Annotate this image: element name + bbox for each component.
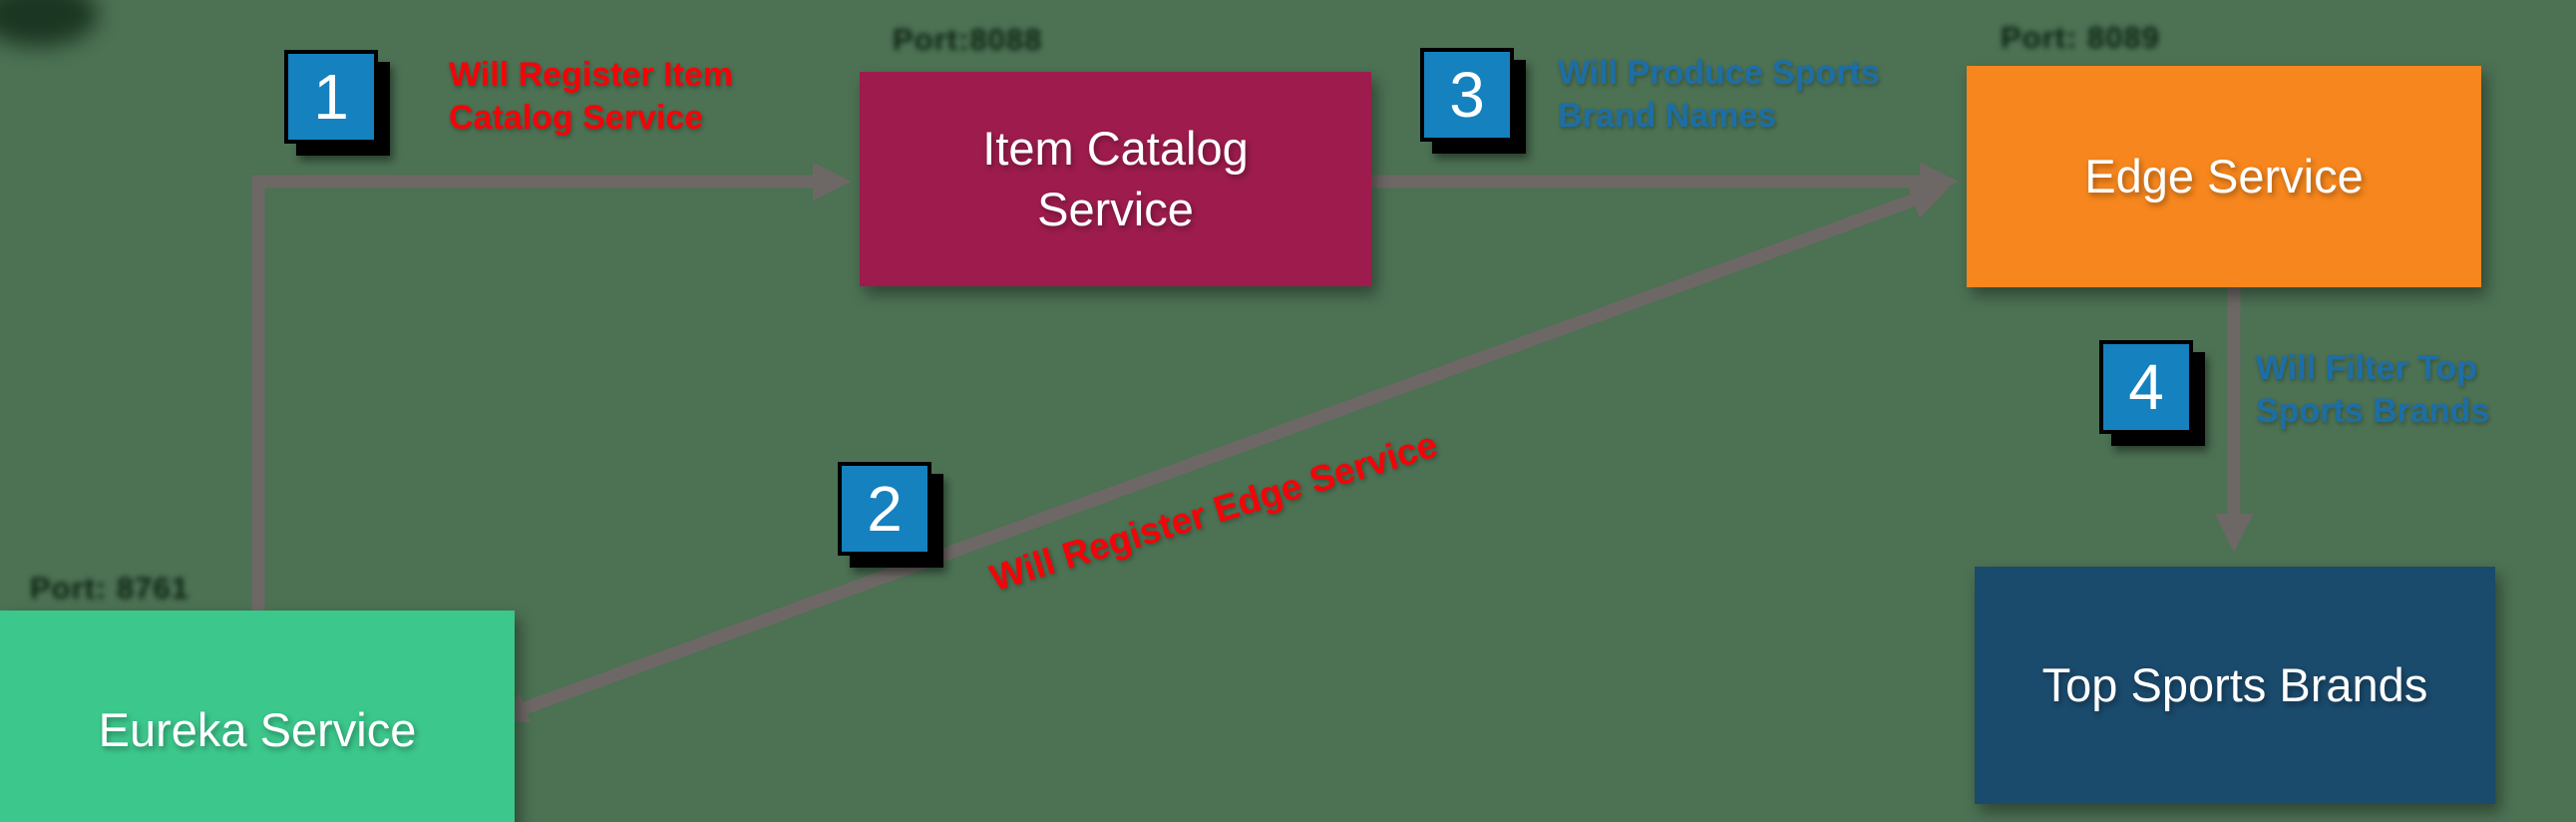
port-label-eureka-service: Port: 8761 <box>30 571 189 606</box>
step-1-number: 1 <box>313 61 349 133</box>
edge-service-label: Edge Service <box>2084 149 2364 203</box>
step-2-number: 2 <box>867 473 903 545</box>
port-label-item-catalog: Port:8088 <box>893 22 1043 57</box>
arrow-edge-to-eureka-diagonal <box>496 182 1950 723</box>
step-3-badge: 3 <box>1420 48 1514 142</box>
step-4-number: 4 <box>2128 351 2164 423</box>
arrow-eureka-to-item-catalog <box>251 162 852 613</box>
node-top-sports-brands: Top Sports Brands <box>1975 567 2495 804</box>
step-3-number: 3 <box>1449 59 1485 131</box>
step-4-badge: 4 <box>2099 340 2193 434</box>
top-sports-brands-label: Top Sports Brands <box>2041 657 2428 711</box>
node-item-catalog-service: Item Catalog Service <box>860 72 1371 286</box>
step-1-annotation: Will Register Item Catalog Service <box>449 56 733 137</box>
step-2-badge: 2 <box>838 462 931 556</box>
step-1-badge: 1 <box>284 50 378 144</box>
node-eureka-service: Eureka Service <box>0 611 515 822</box>
eureka-service-label: Eureka Service <box>98 702 417 756</box>
step-4-annotation: Will Filter Top Sports Brands <box>2256 349 2490 430</box>
port-label-edge-service: Port: 8089 <box>2001 20 2160 55</box>
node-edge-service: Edge Service <box>1967 66 2481 287</box>
item-catalog-service-label: Item Catalog Service <box>982 122 1249 235</box>
step-3-annotation: Will Produce Sports Brand Names <box>1558 54 1880 135</box>
